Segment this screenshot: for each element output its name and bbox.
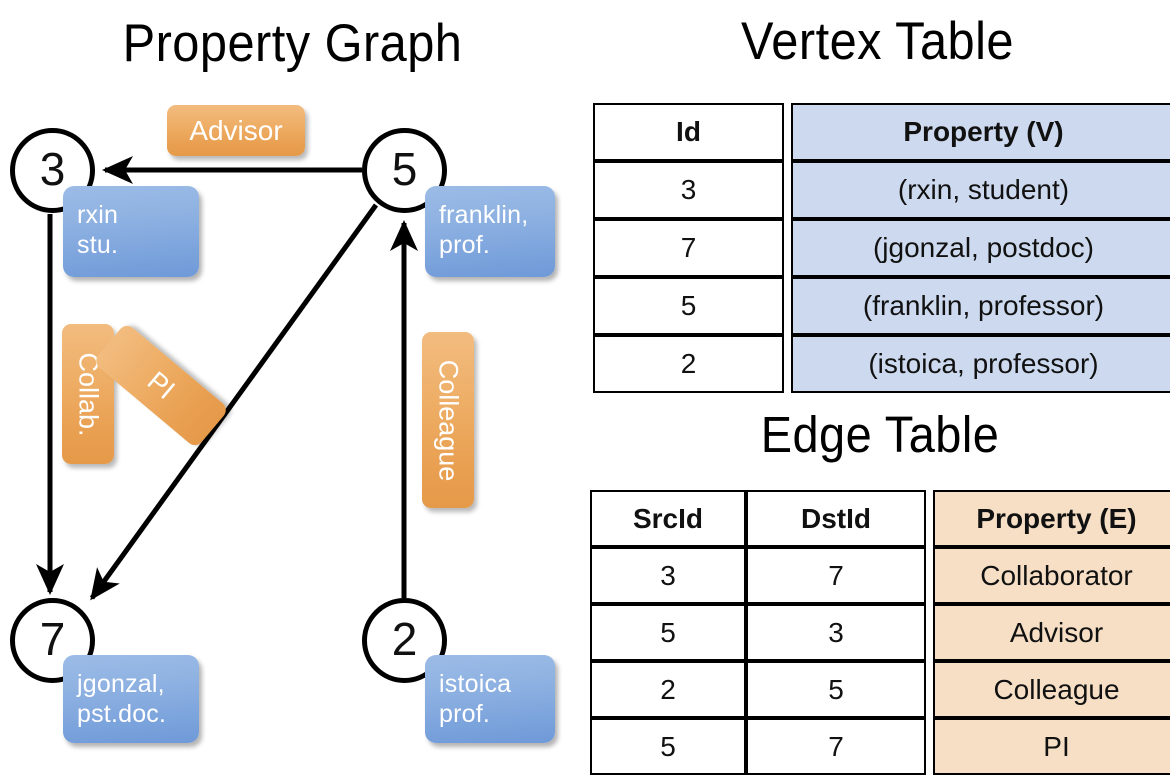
vertex-property-box-3-line1: rxin [77,201,119,229]
column-gap [926,661,933,718]
table-row: 5 (franklin, professor) [593,277,1170,335]
edge-label-pi-text: PI [141,365,181,405]
edge-table-cell-dstid: 7 [746,718,926,775]
vertex-table-cell-property: (istoica, professor) [791,335,1170,393]
vertex-property-box-5: franklin, prof. [425,186,555,277]
edge-label-advisor: Advisor [167,105,305,156]
vertex-node-3-label: 3 [39,142,66,195]
edge-table-header-property: Property (E) [933,490,1170,547]
vertex-property-box-7: jgonzal, pst.doc. [63,655,199,743]
table-row: 3 7 Collaborator [590,547,1170,604]
column-gap [784,277,791,335]
column-gap [926,718,933,775]
edge-label-colleague-text: Colleague [433,359,464,481]
column-gap [926,604,933,661]
page-title-edge-table: Edge Table [760,406,1000,463]
column-gap [784,161,791,219]
table-row: 3 (rxin, student) [593,161,1170,219]
edge-table-cell-property: Advisor [933,604,1170,661]
vertex-table-cell-id: 2 [593,335,784,393]
vertex-property-box-7-line2: pst.doc. [77,700,167,728]
vertex-property-box-2-line1: istoica [439,670,512,698]
table-row: 2 5 Colleague [590,661,1170,718]
edge-table-cell-srcid: 5 [590,718,746,775]
edge-table-header-dstid: DstId [746,490,926,547]
vertex-table-cell-property: (franklin, professor) [791,277,1170,335]
page-title-property-graph: Property Graph [122,14,463,73]
vertex-table-cell-property: (rxin, student) [791,161,1170,219]
table-header-row: SrcId DstId Property (E) [590,490,1170,547]
vertex-property-box-2: istoica prof. [425,655,555,743]
column-gap [784,219,791,277]
table-header-row: Id Property (V) [593,103,1170,161]
table-row: 5 3 Advisor [590,604,1170,661]
vertex-property-box-5-line1: franklin, [439,201,529,229]
vertex-node-5[interactable]: 5 [362,128,447,213]
table-row: 2 (istoica, professor) [593,335,1170,393]
edge-5-to-7-pi [89,203,379,601]
vertex-node-7-label: 7 [39,612,66,665]
edge-table-cell-dstid: 3 [746,604,926,661]
vertex-table-header-id: Id [593,103,784,161]
vertex-node-2[interactable]: 2 [362,598,447,683]
vertex-node-5-label: 5 [391,142,418,195]
edge-table-cell-property: Colleague [933,661,1170,718]
vertex-table-cell-property: (jgonzal, postdoc) [791,219,1170,277]
edge-table: SrcId DstId Property (E) 3 7 Collaborato… [590,490,1170,775]
edge-label-advisor-text: Advisor [189,114,283,146]
edge-table-cell-dstid: 7 [746,547,926,604]
vertex-property-box-3: rxin stu. [63,186,199,277]
vertex-table-header-property: Property (V) [791,103,1170,161]
column-gap [784,335,791,393]
edge-table-header-srcid: SrcId [590,490,746,547]
column-gap [926,547,933,604]
edge-label-colleague: Colleague [422,332,474,508]
edge-table-cell-property: Collaborator [933,547,1170,604]
edge-table-cell-srcid: 5 [590,604,746,661]
vertex-table-cell-id: 7 [593,219,784,277]
vertex-node-2-label: 2 [391,612,418,665]
page-title-vertex-table: Vertex Table [740,12,1014,71]
graph-edges-layer [35,155,419,601]
vertex-table: Id Property (V) 3 (rxin, student) 7 (jgo… [593,103,1170,393]
column-gap [784,103,791,161]
column-gap [926,490,933,547]
vertex-table-cell-id: 3 [593,161,784,219]
vertex-property-box-7-line1: jgonzal, [77,670,165,698]
edge-table-cell-property: PI [933,718,1170,775]
table-row: 5 7 PI [590,718,1170,775]
vertex-property-box-5-line2: prof. [439,231,491,259]
edge-table-cell-srcid: 3 [590,547,746,604]
vertex-property-box-3-line2: stu. [77,231,119,259]
vertex-table-cell-id: 5 [593,277,784,335]
vertex-property-box-2-line2: prof. [439,700,491,728]
edge-table-cell-dstid: 5 [746,661,926,718]
edge-table-cell-srcid: 2 [590,661,746,718]
table-row: 7 (jgonzal, postdoc) [593,219,1170,277]
